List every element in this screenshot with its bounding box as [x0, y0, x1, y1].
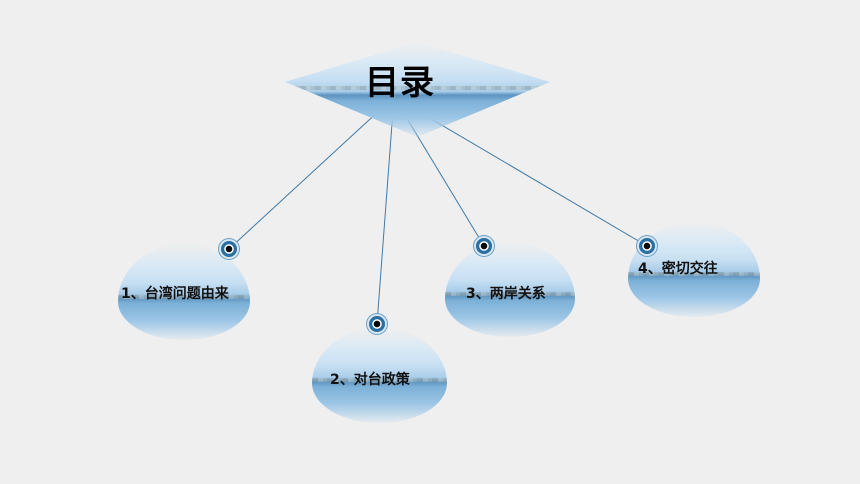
- item-2-sea-image: [312, 328, 447, 423]
- toc-item-4[interactable]: 4、密切交往: [638, 261, 718, 277]
- target-node-icon: [476, 238, 492, 254]
- item-4-sea-image: [628, 222, 760, 317]
- item-3-sea-image: [445, 242, 575, 337]
- page-title: 目录: [365, 63, 435, 103]
- connector-line-1: [228, 96, 395, 250]
- toc-item-2[interactable]: 2、对台政策: [330, 372, 410, 388]
- target-node-icon: [221, 241, 237, 257]
- toc-item-1[interactable]: 1、台湾问题由来: [121, 286, 229, 302]
- item-1-sea-image: [118, 244, 250, 340]
- target-node-icon: [369, 316, 385, 332]
- toc-item-3[interactable]: 3、两岸关系: [466, 286, 546, 302]
- connector-line-2: [376, 96, 395, 325]
- target-node-icon: [639, 238, 655, 254]
